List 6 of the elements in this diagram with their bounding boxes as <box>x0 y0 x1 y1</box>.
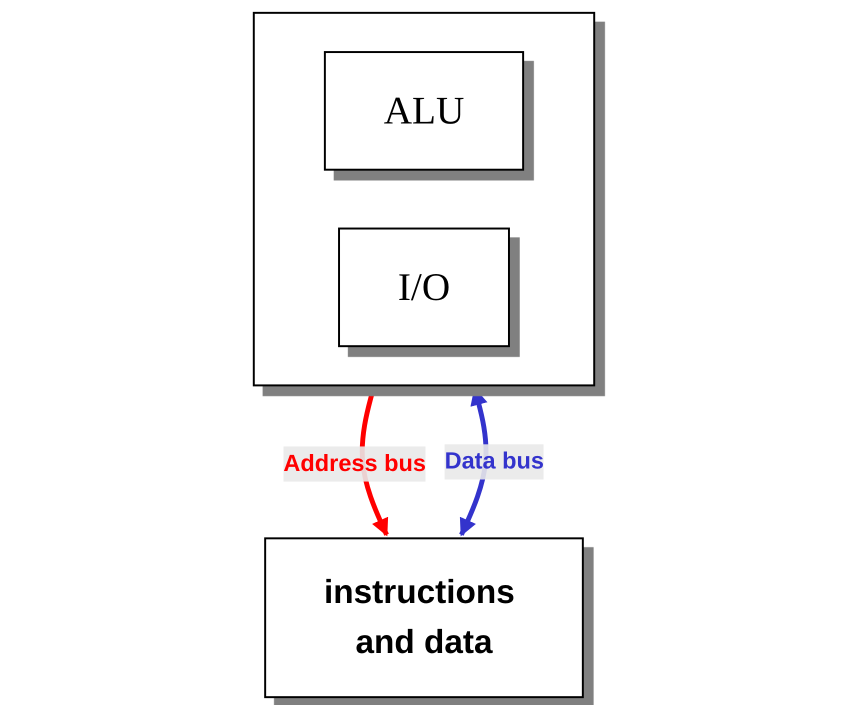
edge-label: Address bus <box>283 450 426 476</box>
edge-label: Data bus <box>444 448 544 474</box>
cluster <box>252 11 596 386</box>
node-box: instructions and data <box>264 536 584 698</box>
node-box: ALU <box>324 50 524 170</box>
node-box: I/O <box>338 227 510 347</box>
